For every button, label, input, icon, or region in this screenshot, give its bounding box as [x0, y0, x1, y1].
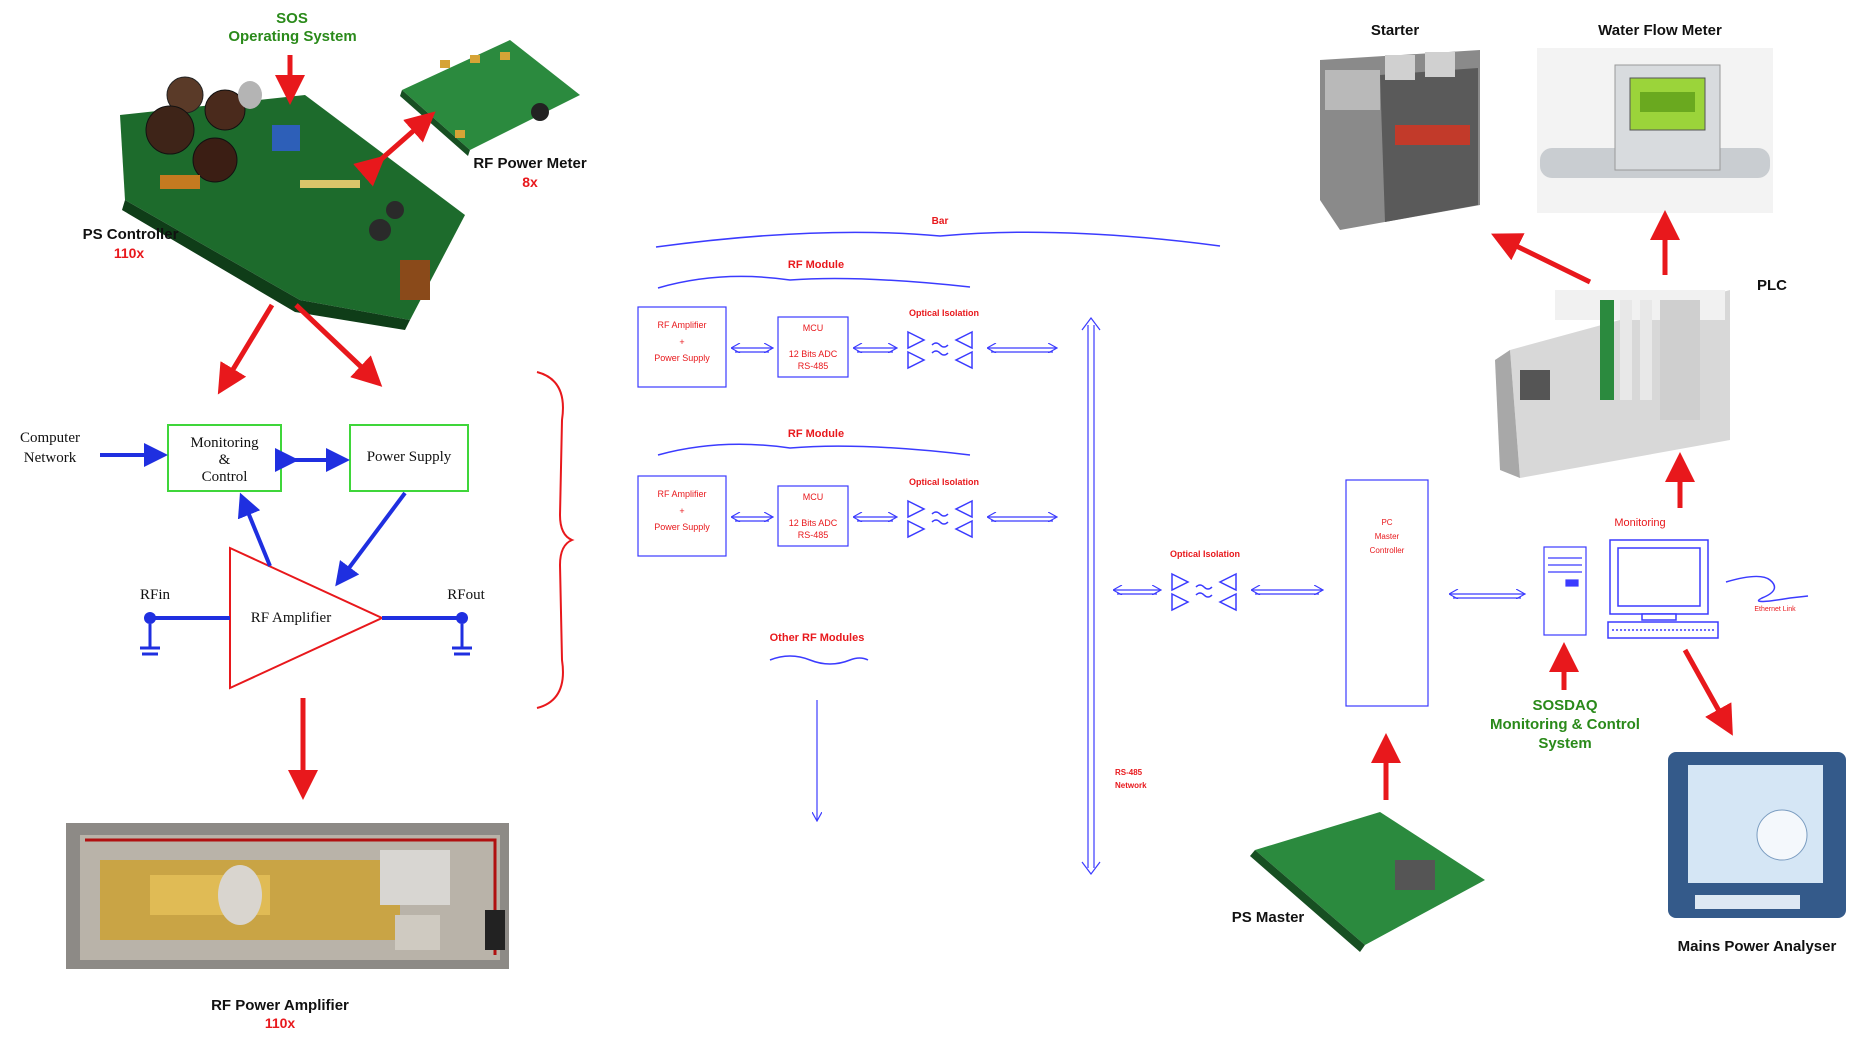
- ps-master-board-image: [1250, 812, 1485, 952]
- starter-image: [1320, 50, 1480, 230]
- plc-to-starter-arrow: [1500, 238, 1590, 282]
- mains-power-analyser-label: Mains Power Analyser: [1662, 938, 1852, 955]
- module2-mcu-label-2: 12 Bits ADC: [778, 518, 848, 528]
- pc-master-label-1: PC: [1346, 518, 1428, 527]
- rf-power-meter-count: 8x: [510, 174, 550, 190]
- mains-power-analyser-image: [1668, 752, 1846, 918]
- module2-mcu-label-3: RS-485: [778, 530, 848, 540]
- module2-amp-ps-label-3: Power Supply: [638, 522, 726, 532]
- module2-amp-ps-label-2: +: [638, 506, 726, 516]
- module1-mcu-label-2: 12 Bits ADC: [778, 349, 848, 359]
- controller-to-monitoring-arrow: [223, 305, 272, 386]
- rf-power-amplifier-image: [66, 823, 509, 969]
- monitoring-control-label-1: Monitoring: [168, 435, 281, 452]
- module1-amp-ps-label-1: RF Amplifier: [638, 320, 726, 330]
- pc-master-label-3: Controller: [1346, 546, 1428, 555]
- other-modules-label: Other RF Modules: [752, 632, 882, 644]
- rfin-connector-icon: [140, 624, 160, 654]
- module1-optocoupler-icon: [908, 332, 972, 368]
- power-supply-label: Power Supply: [350, 449, 468, 466]
- rfout-connector-icon: [452, 624, 472, 654]
- module1-amp-ps-label-3: Power Supply: [638, 353, 726, 363]
- rf-amplifier-label: RF Amplifier: [236, 610, 346, 627]
- bar-line: [656, 232, 1220, 247]
- rfin-label: RFin: [130, 587, 180, 604]
- module1-mcu-label-1: MCU: [778, 323, 848, 333]
- sos-title: SOS: [257, 10, 327, 27]
- powersupply-to-amplifier-arrow: [340, 493, 405, 580]
- monitoring-label: Monitoring: [1595, 517, 1685, 530]
- ps-controller-board-image: [120, 77, 465, 330]
- computer-tower-icon: [1544, 547, 1586, 635]
- rf-power-meter-board-image: [400, 40, 580, 156]
- monitor-icon: [1608, 540, 1718, 638]
- rf-power-amplifier-label: RF Power Amplifier: [195, 997, 365, 1014]
- module2-amp-ps-label-1: RF Amplifier: [638, 489, 726, 499]
- controller-meter-arrow: [378, 118, 428, 162]
- ps-controller-label: PS Controller: [68, 226, 193, 243]
- module1-opto-label: Optical Isolation: [894, 308, 994, 318]
- main-optocoupler-icon: [1172, 574, 1236, 610]
- module1-amp-ps-box: [638, 307, 726, 387]
- ps-controller-count: 110x: [104, 245, 154, 261]
- rfout-node: [456, 612, 468, 624]
- module1-amp-ps-label-2: +: [638, 337, 726, 347]
- plc-label: PLC: [1752, 277, 1792, 294]
- ethernet-link-label: Ethernet Link: [1740, 606, 1810, 613]
- sosdaq-label-3: System: [1500, 735, 1630, 752]
- water-flow-meter-image: [1537, 48, 1773, 213]
- monitor-to-analyser-arrow: [1685, 650, 1728, 727]
- module2-line: [658, 444, 970, 455]
- module2-optocoupler-icon: [908, 501, 972, 537]
- module-brace: [537, 372, 572, 708]
- rf-power-amplifier-count: 110x: [255, 1015, 305, 1031]
- water-flow-meter-label: Water Flow Meter: [1580, 22, 1740, 39]
- module1-line: [658, 276, 970, 288]
- sos-subtitle: Operating System: [210, 28, 375, 45]
- sosdaq-label-2: Monitoring & Control: [1470, 716, 1660, 733]
- module1-title: RF Module: [766, 259, 866, 271]
- pc-master-label-2: Master: [1346, 532, 1428, 541]
- computer-network-label-1: Computer: [5, 430, 95, 447]
- rs485-label-1: RS-485: [1115, 768, 1155, 777]
- starter-label: Starter: [1355, 22, 1435, 39]
- rfout-label: RFout: [436, 587, 496, 604]
- rs485-label-2: Network: [1115, 781, 1165, 790]
- rs485-bus-arrowhead-top: [1082, 318, 1100, 330]
- computer-network-label-2: Network: [5, 450, 95, 467]
- main-opto-label: Optical Isolation: [1155, 549, 1255, 559]
- bar-label: Bar: [915, 216, 965, 227]
- rs485-bus-arrowhead-bottom: [1082, 862, 1100, 874]
- monitoring-control-label-3: Control: [168, 469, 281, 486]
- sosdaq-label-1: SOSDAQ: [1500, 697, 1630, 714]
- plc-image: [1495, 290, 1730, 478]
- monitoring-control-label-2: &: [168, 452, 281, 469]
- module2-mcu-label-1: MCU: [778, 492, 848, 502]
- ps-master-label: PS Master: [1218, 909, 1318, 926]
- module1-mcu-label-3: RS-485: [778, 361, 848, 371]
- rf-power-meter-label: RF Power Meter: [460, 155, 600, 172]
- module2-title: RF Module: [766, 428, 866, 440]
- ethernet-link-icon: [1726, 576, 1808, 601]
- module2-opto-label: Optical Isolation: [894, 477, 994, 487]
- rfin-node: [144, 612, 156, 624]
- other-modules-line: [770, 656, 868, 664]
- pc-master-controller-box: [1346, 480, 1428, 706]
- module2-amp-ps-box: [638, 476, 726, 556]
